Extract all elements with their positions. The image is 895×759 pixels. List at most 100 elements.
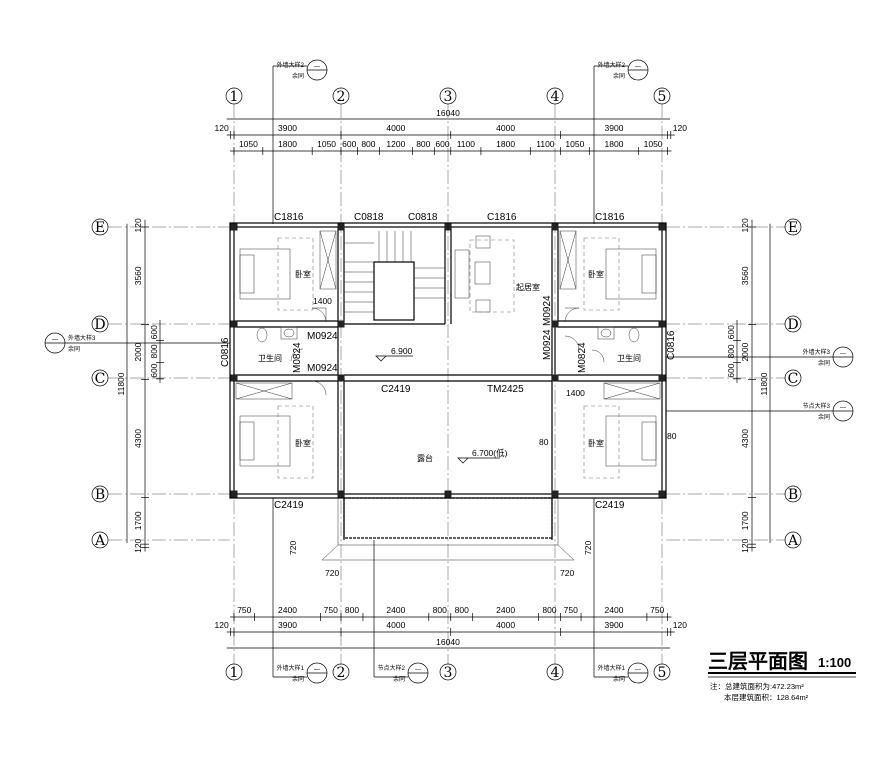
column [658, 320, 666, 328]
column [337, 320, 345, 328]
axis-label: 5 [658, 665, 667, 681]
axis-bubble [91, 218, 109, 236]
sink-icon [280, 326, 298, 340]
dimension-label: 3900 [605, 620, 624, 630]
callout-mark: — [840, 405, 846, 411]
dimension-label: 1050 [317, 139, 336, 149]
dimension-total: 16040 [436, 108, 460, 118]
axis-bubble [784, 531, 802, 549]
dimension-label: 800 [455, 605, 469, 615]
callout-mark: — [415, 667, 421, 673]
dimension-label: 1700 [133, 511, 143, 530]
axis-bubble [91, 315, 109, 333]
dimension-label: 600 [342, 139, 356, 149]
column [658, 223, 666, 231]
callout-label: 外墙大样2 [598, 61, 626, 69]
callout-mark: — [635, 667, 641, 673]
dimension-label: 600 [149, 325, 159, 339]
callout-sub: 余同 [393, 675, 405, 683]
dimension-label: 4300 [133, 429, 143, 448]
dimension-label: 3560 [133, 266, 143, 285]
opening-labels: C1816 C1816 C1816 C0818 C0818 C2419 C241… [220, 212, 677, 578]
column [658, 490, 666, 498]
door-label: M0924 [542, 329, 553, 360]
dimension-label: 1050 [644, 139, 663, 149]
axis-bubble [546, 87, 564, 105]
callout-mark: — [52, 337, 58, 343]
callout-label: 节点大样2 [378, 664, 406, 672]
elevation-marks: 6.900 6.700(低) [375, 346, 508, 464]
bed-icon [605, 415, 657, 467]
column [551, 374, 559, 382]
toilet-icon [628, 327, 640, 343]
dimension-total: 11800 [759, 372, 769, 395]
dimension-total: 16040 [436, 637, 460, 647]
column [444, 490, 452, 498]
column [230, 320, 238, 328]
dimension-label: 800 [542, 605, 556, 615]
window-label: C2419 [274, 500, 304, 511]
callout-mark: — [635, 64, 641, 70]
dimension-label: 4000 [386, 123, 405, 133]
axis-bubble [784, 315, 802, 333]
dimension-label: 1400 [566, 388, 585, 398]
dimension-label: 800 [416, 139, 430, 149]
note-floor-area: 本层建筑面积：128.64m² [724, 692, 809, 702]
window-label: C0816 [220, 337, 231, 367]
axis-bubble [225, 663, 243, 681]
dimension-label: 80 [539, 437, 549, 447]
dimension-label: 750 [564, 605, 578, 615]
dimension-label: 120 [740, 218, 750, 232]
axis-label: 4 [551, 665, 560, 681]
callout-mark: — [314, 64, 320, 70]
toilet-icon [256, 327, 268, 343]
dimension-label: 1700 [740, 511, 750, 530]
axis-bubble [225, 87, 243, 105]
dimension-label: 3560 [740, 266, 750, 285]
dimension-label: 800 [345, 605, 359, 615]
column [337, 490, 345, 498]
callout-label: 节点大样3 [803, 402, 831, 410]
dimension-label: 3900 [605, 123, 624, 133]
wardrobe-icon [559, 230, 577, 290]
dimension-label: 4000 [496, 123, 515, 133]
drawing-scale: 1:100 [818, 655, 851, 670]
dimension-label: 600 [149, 363, 159, 377]
dimension-label: 800 [361, 139, 375, 149]
dimension-label: 3900 [278, 620, 297, 630]
detail-callout: — 节点大样2 余同 [373, 540, 429, 684]
columns [230, 223, 666, 498]
door-swings [290, 307, 605, 396]
elevation-label: 6.900 [391, 346, 413, 356]
dimension-label: 1100 [457, 139, 476, 149]
wardrobe-icon [603, 382, 661, 400]
axis-label: 2 [337, 665, 346, 681]
dimension-label: 800 [433, 605, 447, 615]
door-label: M0924 [542, 295, 553, 326]
column [551, 320, 559, 328]
dimension-total: 11800 [116, 372, 126, 395]
staircase [344, 231, 445, 321]
axis-label: 4 [551, 89, 560, 105]
dimension-label: 600 [435, 139, 449, 149]
door-label: M0824 [577, 342, 588, 373]
column [230, 223, 238, 231]
window-label: C0818 [408, 212, 438, 223]
room-label-bedroom: 卧室 [295, 269, 311, 279]
door-label: M0924 [307, 363, 338, 374]
column [337, 223, 345, 231]
column [230, 374, 238, 382]
dimension-label: 2000 [133, 342, 143, 361]
callout-mark: — [314, 667, 320, 673]
dimension-label: 3900 [278, 123, 297, 133]
axis-bubble [439, 87, 457, 105]
dimension-label: 4300 [740, 429, 750, 448]
axis-label: B [95, 487, 105, 503]
room-label-terrace: 露台 [417, 453, 433, 463]
